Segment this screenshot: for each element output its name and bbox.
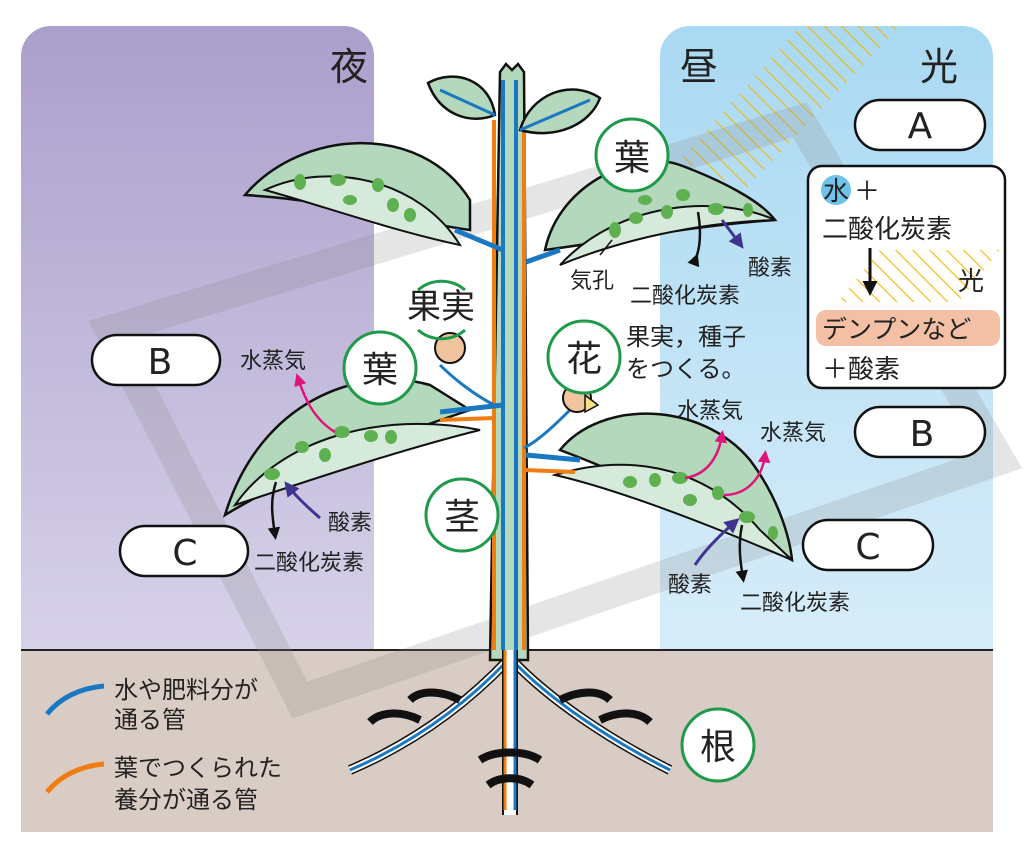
light-label: 光 <box>920 45 958 89</box>
flower-note-line1: 果実，種子 <box>626 323 746 351</box>
co2-left-label: 二酸化炭素 <box>254 551 364 576</box>
svg-text:B: B <box>910 414 935 455</box>
svg-text:B: B <box>148 342 173 383</box>
leaf-small-left <box>426 75 497 120</box>
vapor-right-label-2: 水蒸気 <box>760 421 826 446</box>
roots <box>348 650 673 815</box>
starch-highlight <box>816 310 1000 346</box>
co2-top-label: 二酸化炭素 <box>630 284 740 309</box>
water-badge <box>821 175 851 205</box>
starch-text: デンプンなど <box>822 315 971 344</box>
leaf-lower-left <box>222 378 504 518</box>
o2-top-label: 酸素 <box>748 256 792 281</box>
oxygen-text: ＋酸素 <box>822 355 900 385</box>
o2-right-label: 酸素 <box>668 573 712 598</box>
answer-box-b-right[interactable]: B <box>853 405 987 459</box>
legend-item-xylem: 水や肥料分が 通る管 <box>45 676 258 734</box>
svg-text:C: C <box>855 527 880 568</box>
night-label: 夜 <box>330 45 368 89</box>
leaf-upper-left <box>242 141 504 253</box>
organ-flower: 花 <box>546 319 622 395</box>
svg-text:花: 花 <box>566 339 602 380</box>
co2-right-label: 二酸化炭素 <box>740 591 850 616</box>
organ-leaf-top: 葉 <box>594 117 670 193</box>
xylem-swatch <box>45 683 105 716</box>
box-light-text: 光 <box>958 267 984 297</box>
answer-box-c-left[interactable]: C <box>118 524 250 578</box>
plus-text: ＋ <box>854 177 880 207</box>
legend-phloem-line1: 葉でつくられた <box>114 754 282 782</box>
stomata-label: 気孔 <box>570 269 614 294</box>
gas-arrows <box>267 211 771 583</box>
legend-xylem-line1: 水や肥料分が <box>114 676 258 704</box>
organ-fruit: 果実 <box>407 279 475 341</box>
day-label: 昼 <box>680 45 718 89</box>
svg-text:茎: 茎 <box>444 497 480 538</box>
legend-phloem-line2: 養分が通る管 <box>114 786 258 814</box>
svg-text:果実: 果実 <box>407 287 475 327</box>
organ-leaf-left: 葉 <box>342 330 418 406</box>
legend: 水や肥料分が 通る管 葉でつくられた 養分が通る管 <box>45 676 282 814</box>
legend-xylem-line2: 通る管 <box>114 706 186 734</box>
watermark <box>88 102 1023 719</box>
light-rays <box>680 26 900 190</box>
legend-item-phloem: 葉でつくられた 養分が通る管 <box>45 754 282 814</box>
leaf-small-right <box>518 88 602 135</box>
stem <box>488 62 530 662</box>
organ-root: 根 <box>680 707 756 783</box>
fruit <box>434 332 495 407</box>
svg-text:根: 根 <box>700 727 736 768</box>
svg-text:葉: 葉 <box>362 350 398 391</box>
answer-box-c-right[interactable]: C <box>801 518 935 572</box>
vapor-right-label-1: 水蒸気 <box>677 399 743 424</box>
o2-left-label: 酸素 <box>328 511 372 536</box>
vapor-left-label: 水蒸気 <box>240 349 306 374</box>
photosynthesis-box: 水 ＋ 二酸化炭素 光 デンプンなど ＋酸素 <box>806 164 1007 390</box>
flower-note-line2: をつくる。 <box>626 355 746 383</box>
svg-text:葉: 葉 <box>614 138 650 179</box>
water-text: 水 <box>823 177 849 207</box>
phloem-swatch <box>45 761 105 794</box>
svg-text:A: A <box>908 106 933 147</box>
answer-box-b-left[interactable]: B <box>90 333 222 387</box>
answer-box-a[interactable]: A <box>853 98 987 152</box>
co2-text: 二酸化炭素 <box>822 215 952 245</box>
svg-text:C: C <box>172 533 197 574</box>
organ-stem: 茎 <box>424 477 500 553</box>
